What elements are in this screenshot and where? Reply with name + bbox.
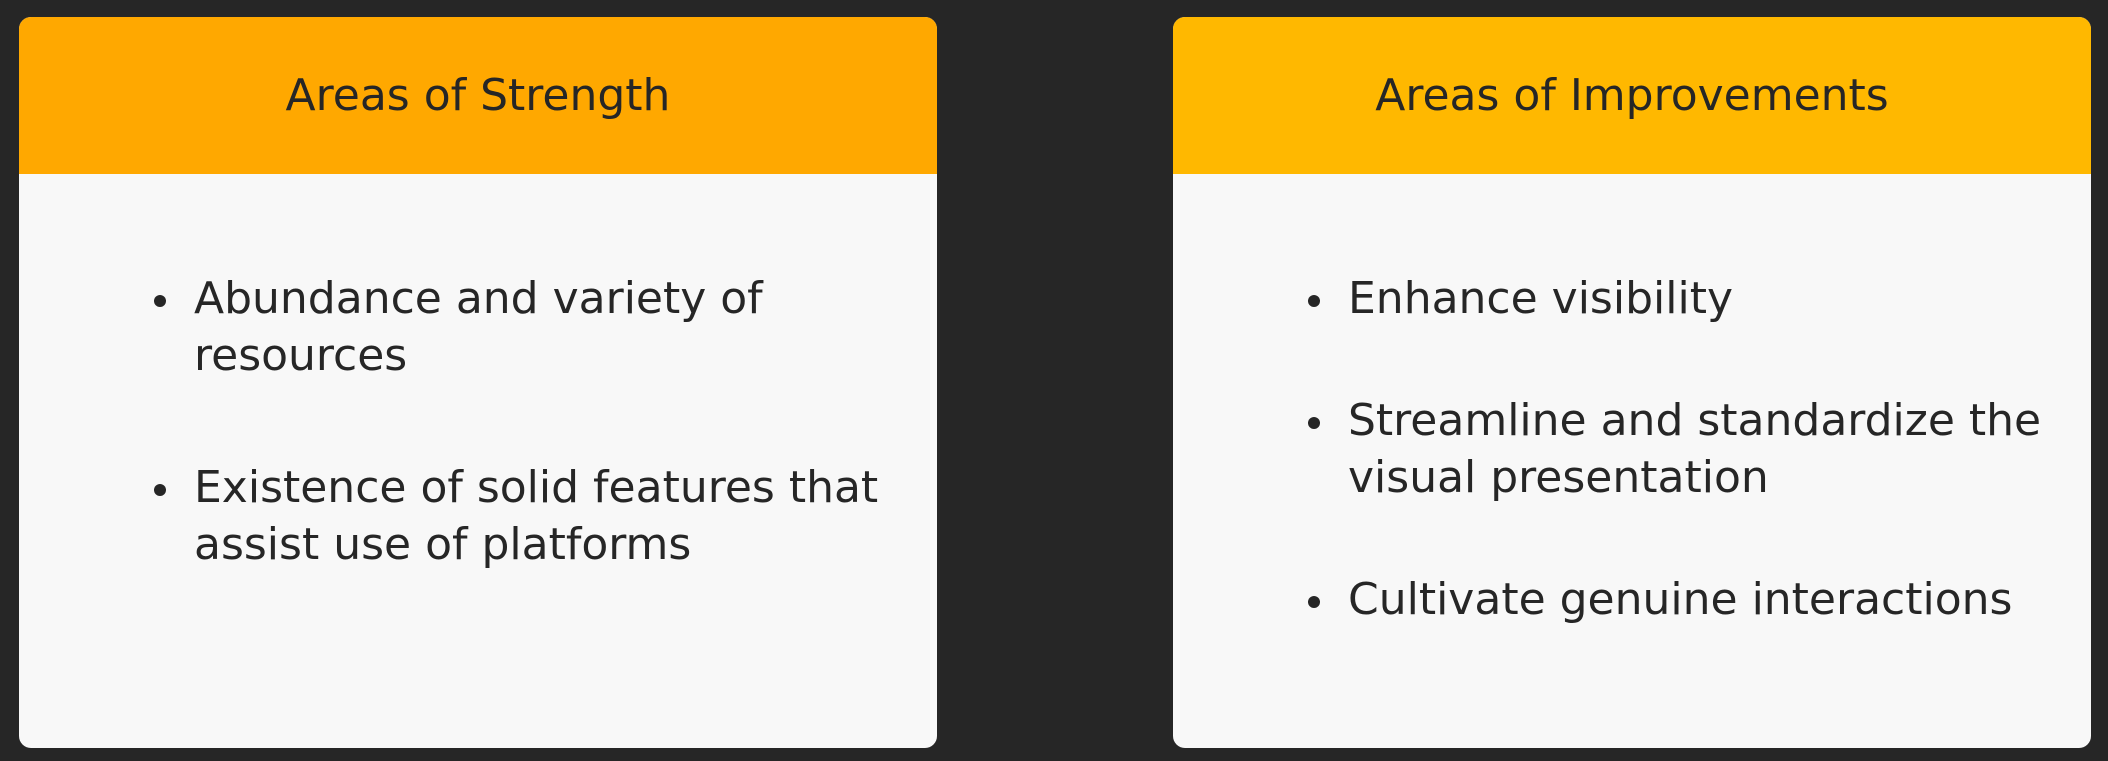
improvement-item-1-text: Enhance visibility: [1348, 273, 1733, 324]
strengths-list: Abundance and variety of resources Exist…: [154, 270, 897, 648]
improvement-item-3: Cultivate genuine interactions: [1308, 571, 2051, 628]
bullet-icon: [154, 295, 166, 307]
improvements-card-header: Areas of Improvements: [1173, 17, 2091, 174]
improvement-item-2: Streamline and standardize the visual pr…: [1308, 392, 2051, 506]
strength-item-1: Abundance and variety of resources: [154, 270, 897, 384]
bullet-icon: [154, 484, 166, 496]
strengths-title: Areas of Strength: [285, 70, 671, 121]
improvements-card: Areas of Improvements Enhance visibility…: [1173, 17, 2091, 748]
improvements-list: Enhance visibility Streamline and standa…: [1308, 270, 2051, 693]
improvement-item-2-text: Streamline and standardize the visual pr…: [1348, 395, 2042, 503]
strengths-card-header: Areas of Strength: [19, 17, 937, 174]
bullet-icon: [1308, 596, 1320, 608]
improvement-item-3-text: Cultivate genuine interactions: [1348, 574, 2013, 625]
improvements-title: Areas of Improvements: [1375, 70, 1889, 121]
improvement-item-1: Enhance visibility: [1308, 270, 2051, 327]
strength-item-2-text: Existence of solid features that assist …: [194, 462, 879, 570]
strength-item-2: Existence of solid features that assist …: [154, 459, 897, 573]
strengths-card: Areas of Strength Abundance and variety …: [19, 17, 937, 748]
bullet-icon: [1308, 417, 1320, 429]
bullet-icon: [1308, 295, 1320, 307]
strength-item-1-text: Abundance and variety of resources: [194, 273, 763, 381]
